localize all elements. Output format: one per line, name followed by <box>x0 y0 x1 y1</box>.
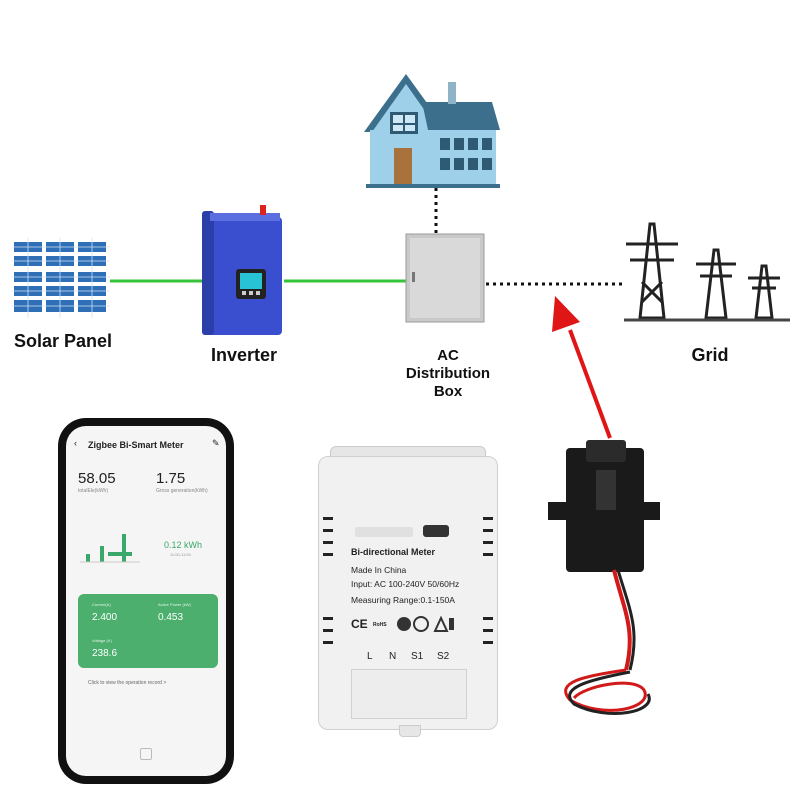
voltage-label: Voltage (V) <box>92 638 112 643</box>
inverter-icon <box>202 205 282 335</box>
interval-energy-time: 11:00-11:05 <box>170 552 191 557</box>
distribution-box-label-line2: Distribution <box>405 365 491 382</box>
edit-icon[interactable]: ✎ <box>212 438 220 448</box>
certification-icons <box>397 615 454 632</box>
terminal-l: L <box>367 651 373 662</box>
distribution-box-label: AC Distribution Box <box>386 347 510 401</box>
gross-generation-value: 1.75 <box>156 470 186 487</box>
house-icon <box>364 74 500 188</box>
app-title: Zigbee Bi-Smart Meter <box>88 440 184 450</box>
grid-pylons-icon <box>624 222 790 322</box>
total-energy-value: 58.05 <box>78 470 116 487</box>
total-energy-label: totalEle(kWh) <box>78 488 109 494</box>
current-value: 2.400 <box>92 612 118 623</box>
ct-clamp-icon <box>548 440 660 715</box>
meter-title: Bi-directional Meter <box>351 547 436 557</box>
meter-vents <box>323 517 493 644</box>
distribution-box-label-line3: Box <box>433 383 463 400</box>
meter-button[interactable] <box>423 525 449 537</box>
operation-record-link[interactable]: Click to view the operation record > <box>88 680 167 686</box>
smartphone: ‹ Zigbee Bi-Smart Meter ✎ 58.05 totalEle… <box>58 418 234 784</box>
active-power-label: Active Power (kW) <box>158 602 191 607</box>
device-icon[interactable] <box>140 748 152 760</box>
meter-made-in: Made In China <box>351 565 407 575</box>
terminal-n: N <box>389 651 397 662</box>
app-screen: ‹ Zigbee Bi-Smart Meter ✎ 58.05 totalEle… <box>66 426 226 776</box>
inverter-label: Inverter <box>210 345 278 365</box>
voltage-value: 238.6 <box>92 648 118 659</box>
meter-input-spec: Input: AC 100-240V 50/60Hz <box>351 579 460 589</box>
clamp-arrow-head <box>552 296 580 332</box>
readings-card: Current(A) 2.400 Active Power (kW) 0.453… <box>78 594 218 668</box>
grid-label: Grid <box>691 345 729 365</box>
clamp-arrow-shaft <box>568 329 612 439</box>
meter-window <box>355 527 413 537</box>
meter-range-spec: Measuring Range:0.1-150A <box>351 595 455 605</box>
terminal-s2: S2 <box>437 651 450 662</box>
ce-mark: CE <box>351 617 368 631</box>
distribution-box-icon <box>405 233 485 323</box>
terminal-s1: S1 <box>411 651 424 662</box>
meter-device: Bi-directional Meter Made In China Input… <box>318 456 498 737</box>
distribution-box-label-line1: AC <box>437 347 459 364</box>
solar-panel-label: Solar Panel <box>13 331 113 351</box>
active-power-value: 0.453 <box>158 612 184 623</box>
back-icon[interactable]: ‹ <box>74 438 77 448</box>
meter-bottom-tab <box>399 725 421 737</box>
current-label: Current(A) <box>92 602 111 607</box>
interval-energy-value: 0.12 kWh <box>164 540 203 550</box>
energy-chart <box>80 534 140 563</box>
rohs-mark: RoHS <box>373 622 387 628</box>
solar-panel-icon <box>12 238 110 318</box>
gross-generation-label: Gross generation(kWh) <box>156 488 208 494</box>
terminal-cover <box>351 669 467 719</box>
